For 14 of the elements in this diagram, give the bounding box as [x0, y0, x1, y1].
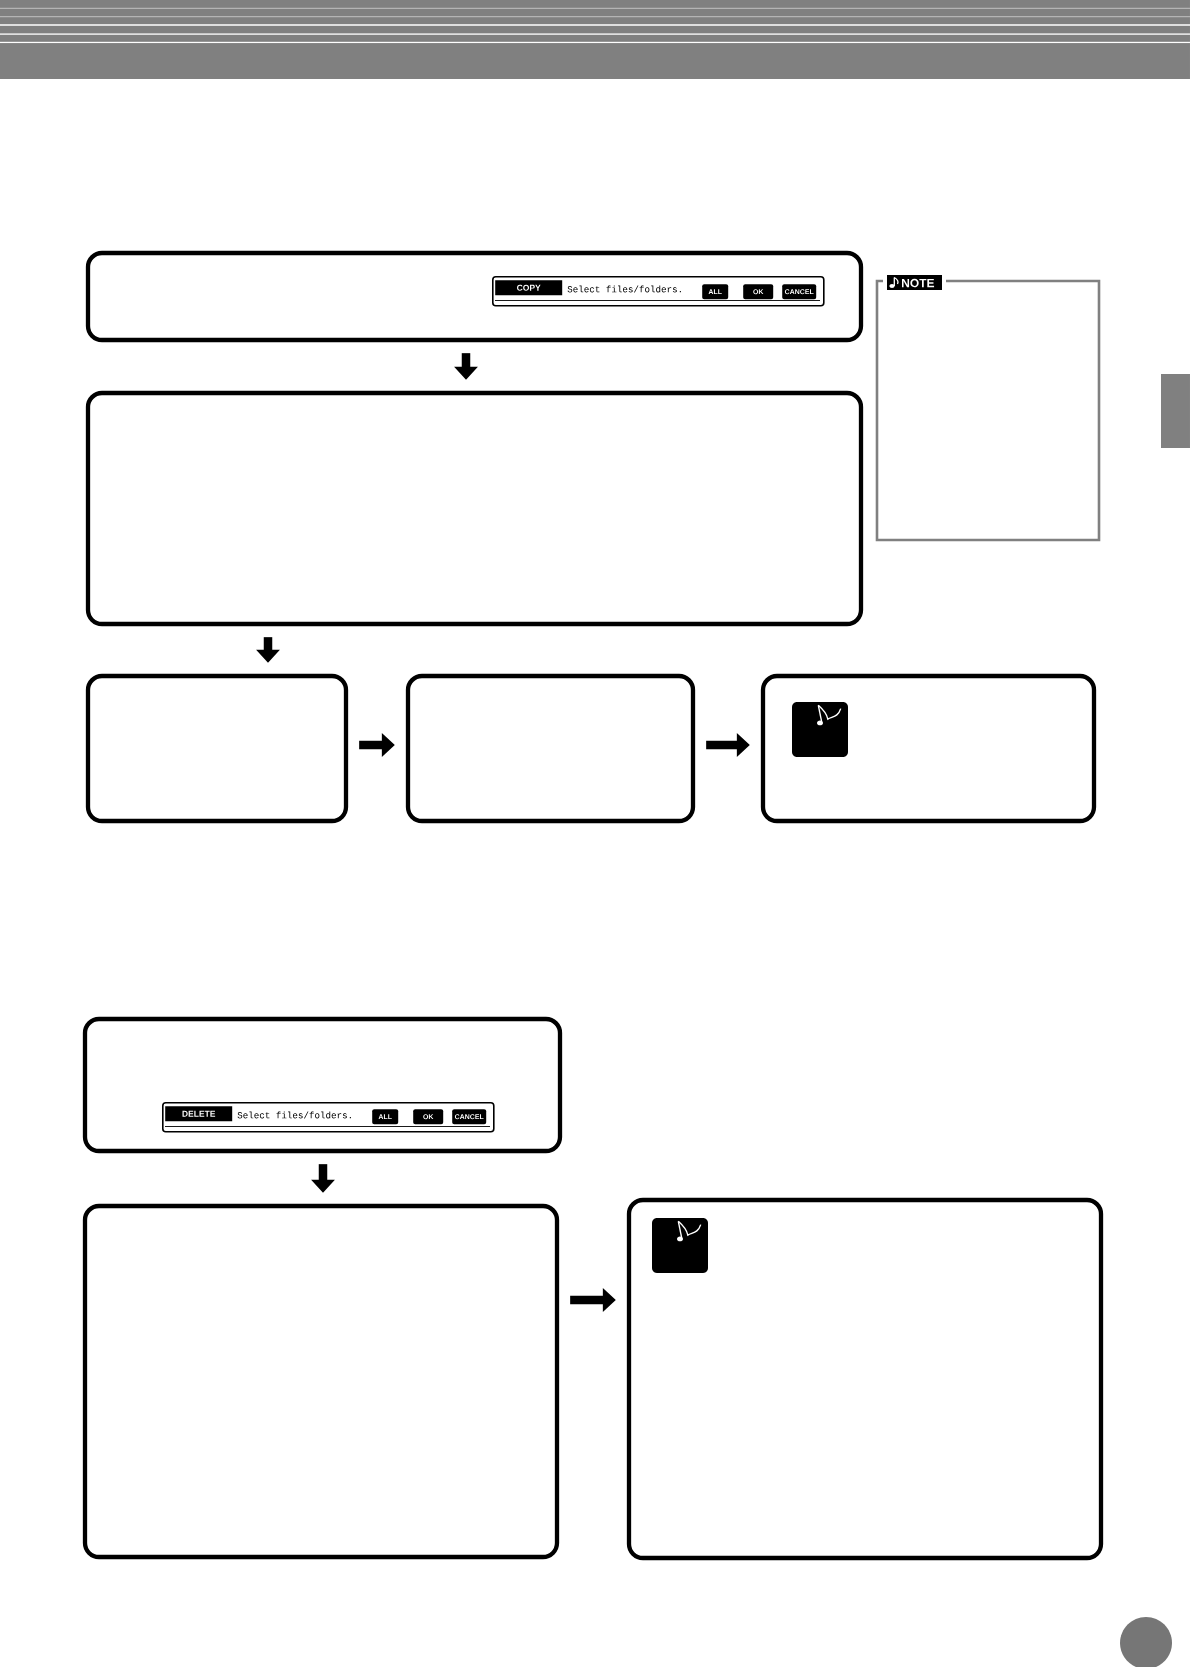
prompt-text: Select files/folders.	[567, 285, 681, 293]
step-box	[82, 1016, 563, 1154]
step-box	[85, 390, 864, 627]
step-box	[626, 1197, 1104, 1561]
screen-title: DELETE	[165, 1106, 233, 1122]
step-box	[85, 673, 349, 824]
step-box	[405, 673, 696, 824]
step-box	[82, 1203, 560, 1560]
step-box	[760, 673, 1097, 824]
note-heading: NOTE	[887, 275, 942, 290]
side-tab	[1161, 374, 1190, 448]
prompt-text: Select files/folders.	[237, 1111, 351, 1119]
step-box	[85, 250, 864, 343]
screen-title: COPY	[495, 280, 563, 296]
